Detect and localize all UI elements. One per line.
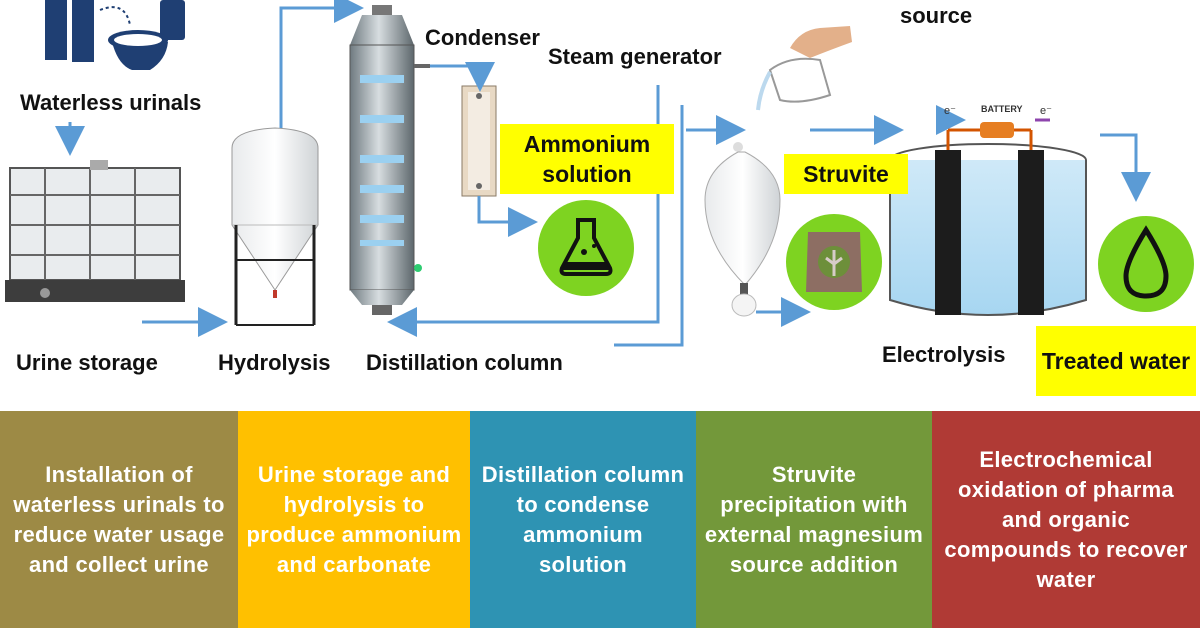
flask-icon: [538, 200, 634, 296]
condenser-label: Condenser: [425, 25, 540, 50]
source-label: source: [900, 3, 973, 28]
treated-water-label: Treated water: [1036, 326, 1196, 396]
panel-struvite-text: Struvite precipitation with external mag…: [704, 461, 924, 577]
water-drop-icon: [1098, 216, 1194, 312]
panel-hydrolysis-text: Urine storage and hydrolysis to produce …: [246, 461, 462, 577]
flow-arrows: [55, 0, 1151, 347]
electron-right-label: e⁻: [1040, 105, 1052, 117]
hydrolysis-tank: [231, 127, 319, 326]
distillation-column: [349, 5, 430, 315]
fertilizer-bag-icon: [786, 214, 882, 310]
electrolysis-cell: [889, 105, 1087, 316]
panel-electrochemical-text: Electrochemical oxidation of pharma and …: [944, 446, 1188, 592]
waterless-urinals-label: Waterless urinals: [20, 90, 202, 115]
electrolysis-label: Electrolysis: [882, 342, 1006, 367]
panel-urinals-text: Installation of waterless urinals to red…: [13, 461, 225, 577]
battery-label: BATTERY: [981, 104, 1023, 114]
process-diagram: [5, 0, 1194, 347]
condenser: [461, 85, 497, 197]
panel-hydrolysis: Urine storage and hydrolysis to produce …: [238, 411, 470, 628]
panel-distillation: Distillation column to condense ammonium…: [470, 411, 696, 628]
steam-generator-label: Steam generator: [548, 44, 722, 69]
distillation-column-label: Distillation column: [366, 350, 563, 375]
struvite-reactor: [704, 142, 781, 317]
urine-storage-label: Urine storage: [16, 350, 158, 375]
pouring-hand: [756, 26, 852, 111]
electron-left-label: e⁻: [944, 105, 956, 117]
toilet-icon: [45, 0, 185, 70]
hydrolysis-label: Hydrolysis: [218, 350, 331, 375]
urine-storage-tank: [5, 160, 185, 302]
struvite-label: Struvite: [784, 154, 908, 194]
panel-electrochemical: Electrochemical oxidation of pharma and …: [932, 411, 1200, 628]
ammonium-solution-label: Ammonium solution: [500, 124, 674, 194]
panel-struvite: Struvite precipitation with external mag…: [696, 411, 932, 628]
panel-urinals: Installation of waterless urinals to red…: [0, 411, 238, 628]
panel-distillation-text: Distillation column to condense ammonium…: [481, 461, 685, 577]
